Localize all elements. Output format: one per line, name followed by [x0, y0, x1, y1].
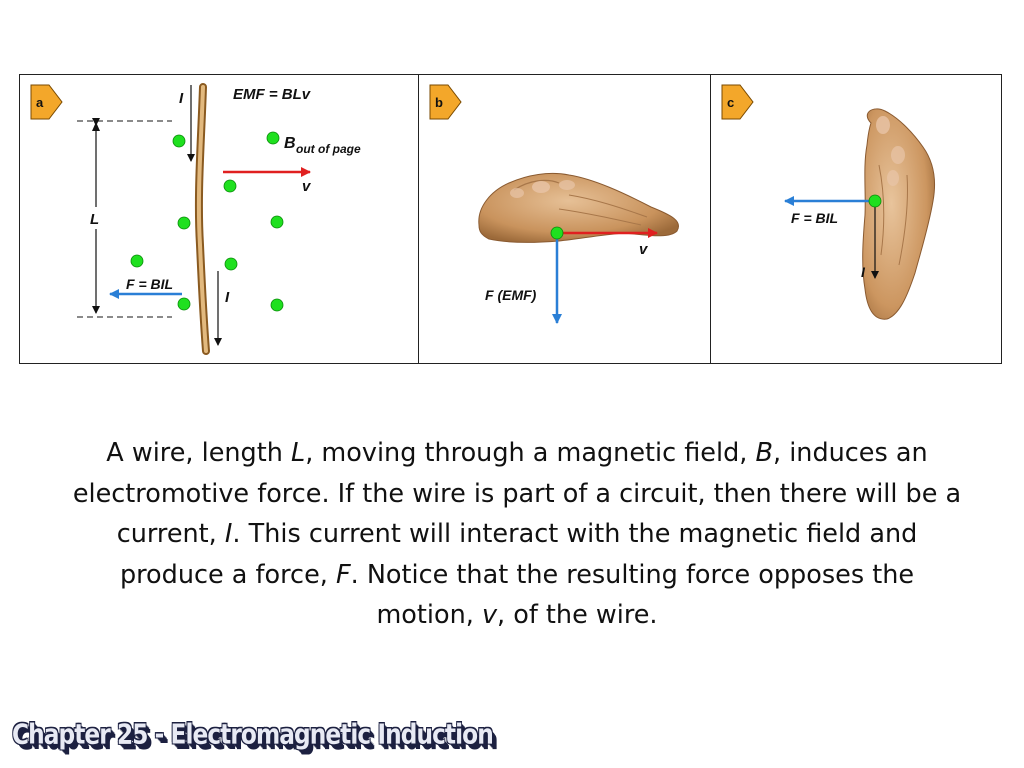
field-dot [224, 257, 238, 271]
current-label-top: I [179, 90, 184, 107]
panel-c: c F = BIL I [711, 75, 1001, 363]
field-dot [270, 215, 284, 229]
field-dot [868, 194, 882, 208]
badge-b-label: b [435, 95, 443, 110]
badge-a-label: a [36, 95, 44, 110]
badge-c-label: c [727, 95, 734, 110]
caption-part: . This current will interact with the ma… [119, 519, 918, 590]
caption-symbol-v: v [481, 600, 498, 630]
field-dot [550, 226, 564, 240]
panel-c-diagram: c F = BIL I [721, 84, 936, 320]
emf-label: EMF = BLv [233, 86, 312, 103]
panel-b-diagram: b v F (EMF) [429, 84, 679, 324]
caption-text: A wire, length L, moving through a magne… [70, 433, 964, 636]
force-label: F (EMF) [485, 287, 537, 303]
force-label: F = BIL [126, 276, 173, 292]
panel-b: b v F (EMF) [419, 75, 711, 363]
wire [196, 85, 208, 353]
field-dot [177, 297, 191, 311]
field-dot [266, 131, 280, 145]
current-label: I [861, 264, 866, 280]
panel-a-diagram: a L I I EMF = BLv B out of page v [30, 83, 361, 355]
caption-part: A wire, length [106, 438, 291, 468]
caption-symbol-l: L [291, 438, 306, 468]
right-hand-vertical [862, 108, 936, 320]
caption-part: , induces an electromotive force. If the… [72, 438, 962, 549]
badge-c: c [721, 84, 754, 120]
caption-part: , moving through a magnetic field, [305, 438, 756, 468]
length-label: L [90, 211, 99, 228]
panel-a: a L I I EMF = BLv B out of page v [20, 75, 419, 363]
caption-symbol-i: I [224, 519, 233, 549]
field-dots [130, 131, 284, 312]
induction-figure: a L I I EMF = BLv B out of page v [19, 74, 1002, 364]
b-field-label: B [284, 135, 296, 152]
badge-b: b [429, 84, 462, 120]
field-dot [223, 179, 237, 193]
field-dot [177, 216, 191, 230]
caption-part: , of the wire. [497, 600, 658, 630]
b-field-subscript: out of page [296, 142, 361, 156]
caption-symbol-f: F [335, 559, 351, 590]
badge-a: a [30, 84, 63, 120]
current-label-bottom: I [225, 289, 230, 306]
field-dot [270, 298, 284, 312]
field-dot [130, 254, 144, 268]
length-arrow-top-head [92, 122, 100, 131]
caption-symbol-b: B [755, 438, 773, 468]
field-dot [172, 134, 186, 148]
chapter-title: Chapter 25 - Electromagnetic Induction [12, 718, 494, 750]
force-label: F = BIL [791, 210, 838, 226]
velocity-label: v [639, 241, 649, 258]
caption-part: . Notice that the resulting force oppose… [350, 559, 915, 631]
right-hand-flat [478, 172, 679, 243]
velocity-label: v [302, 178, 312, 195]
